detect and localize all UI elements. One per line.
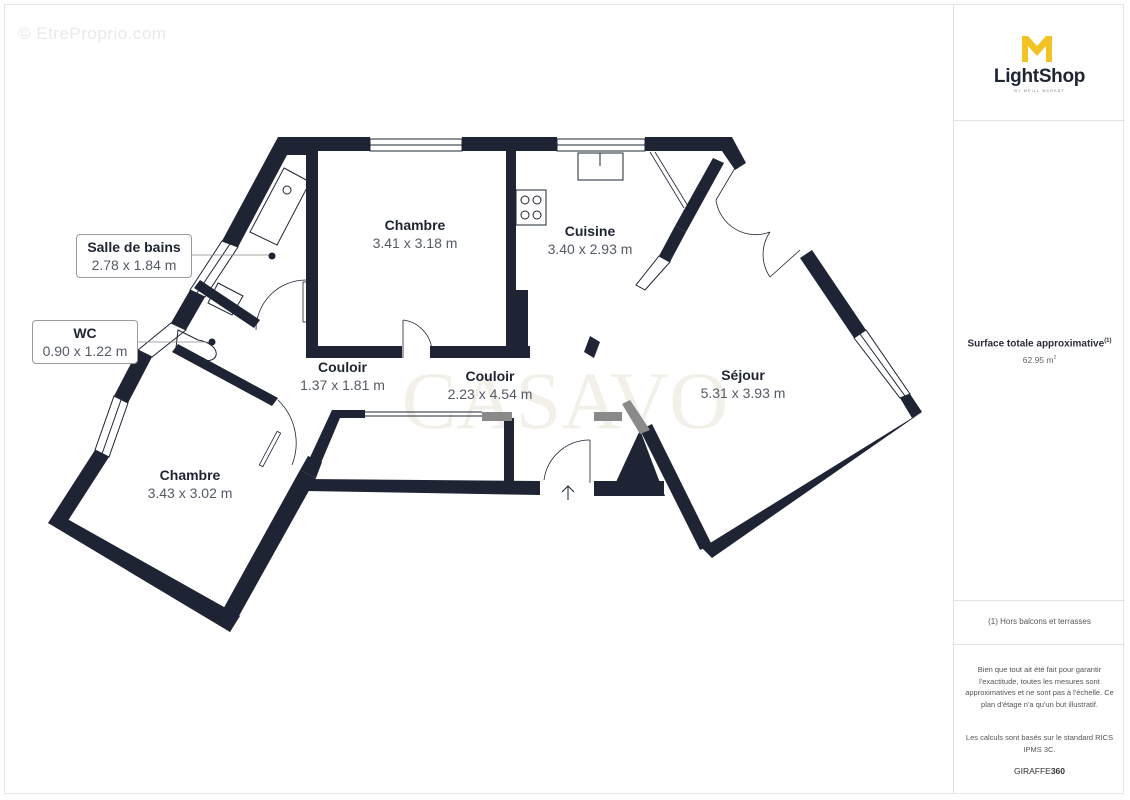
brand-name: LightShop [993,66,1086,87]
windows [94,138,911,458]
standard-text: Les calculs sont basés sur le standard R… [965,733,1114,754]
surface-title: Surface totale approximative(1) [967,338,1112,350]
room-dimensions: 5.31 x 3.93 m [700,385,786,401]
room-name: Chambre [384,217,446,233]
callout-salle-de-bains: Salle de bains 2.78 x 1.84 m [76,234,192,278]
brand-tagline: BY MEILL MARKET [1014,88,1065,93]
floor-plan: CASAVO [48,137,922,632]
surface-block: Surface totale approximative(1) 62.95 m2 [954,120,1125,601]
room-dimensions: 2.78 x 1.84 m [91,257,177,273]
room-dimensions: 3.41 x 3.18 m [372,235,458,251]
room-label-chambre-2: Chambre 3.43 x 3.02 m [135,466,245,502]
page-frame [4,4,1124,794]
surface-value: 62.95 m2 [1022,355,1057,365]
room-name: Couloir [318,359,367,375]
footnote-text: (1) Hors balcons et terrasses [988,617,1091,626]
room-dimensions: 2.23 x 4.54 m [447,386,533,402]
arrow-up-icon [561,485,575,500]
room-name: Cuisine [564,223,616,239]
room-name: Couloir [465,368,515,384]
room-label-chambre-1: Chambre 3.41 x 3.18 m [360,216,470,252]
room-name: WC [73,325,97,341]
lightshop-logo-icon [1022,36,1052,62]
room-dimensions: 1.37 x 1.81 m [300,377,385,393]
callout-wc: WC 0.90 x 1.22 m [32,320,138,364]
room-dimensions: 3.40 x 2.93 m [547,241,633,257]
logo-block: LightShop BY MEILL MARKET [954,4,1125,121]
room-label-couloir-1: Couloir 1.37 x 1.81 m [290,358,395,394]
room-name: Chambre [159,467,221,483]
wc-marker [208,338,216,346]
disclaimer-text: Bien que tout ait été fait pour garantir… [965,665,1114,709]
watermark-casavo: CASAVO [402,355,729,446]
walls [48,137,922,632]
room-name: Salle de bains [87,239,181,255]
bath-marker [268,252,276,260]
room-label-cuisine: Cuisine 3.40 x 2.93 m [535,222,645,258]
fixtures [175,152,624,362]
walls-grey [482,400,650,434]
info-panel: LightShop BY MEILL MARKET Surface totale… [953,4,1125,794]
provider-logo: GIRAFFE360 [1013,766,1066,776]
footnote-block: (1) Hors balcons et terrasses [954,600,1125,645]
doors [255,151,801,483]
room-label-sejour: Séjour 5.31 x 3.93 m [688,366,798,402]
room-dimensions: 3.43 x 3.02 m [147,485,233,501]
watermark-etreproprio: © EtreProprio.com [18,24,167,43]
room-label-couloir-2: Couloir 2.23 x 4.54 m [435,367,545,403]
room-dimensions: 0.90 x 1.22 m [42,343,128,359]
disclaimer-block: Bien que tout ait été fait pour garantir… [954,644,1125,794]
callout-leaders [137,254,272,343]
room-name: Séjour [721,367,765,383]
